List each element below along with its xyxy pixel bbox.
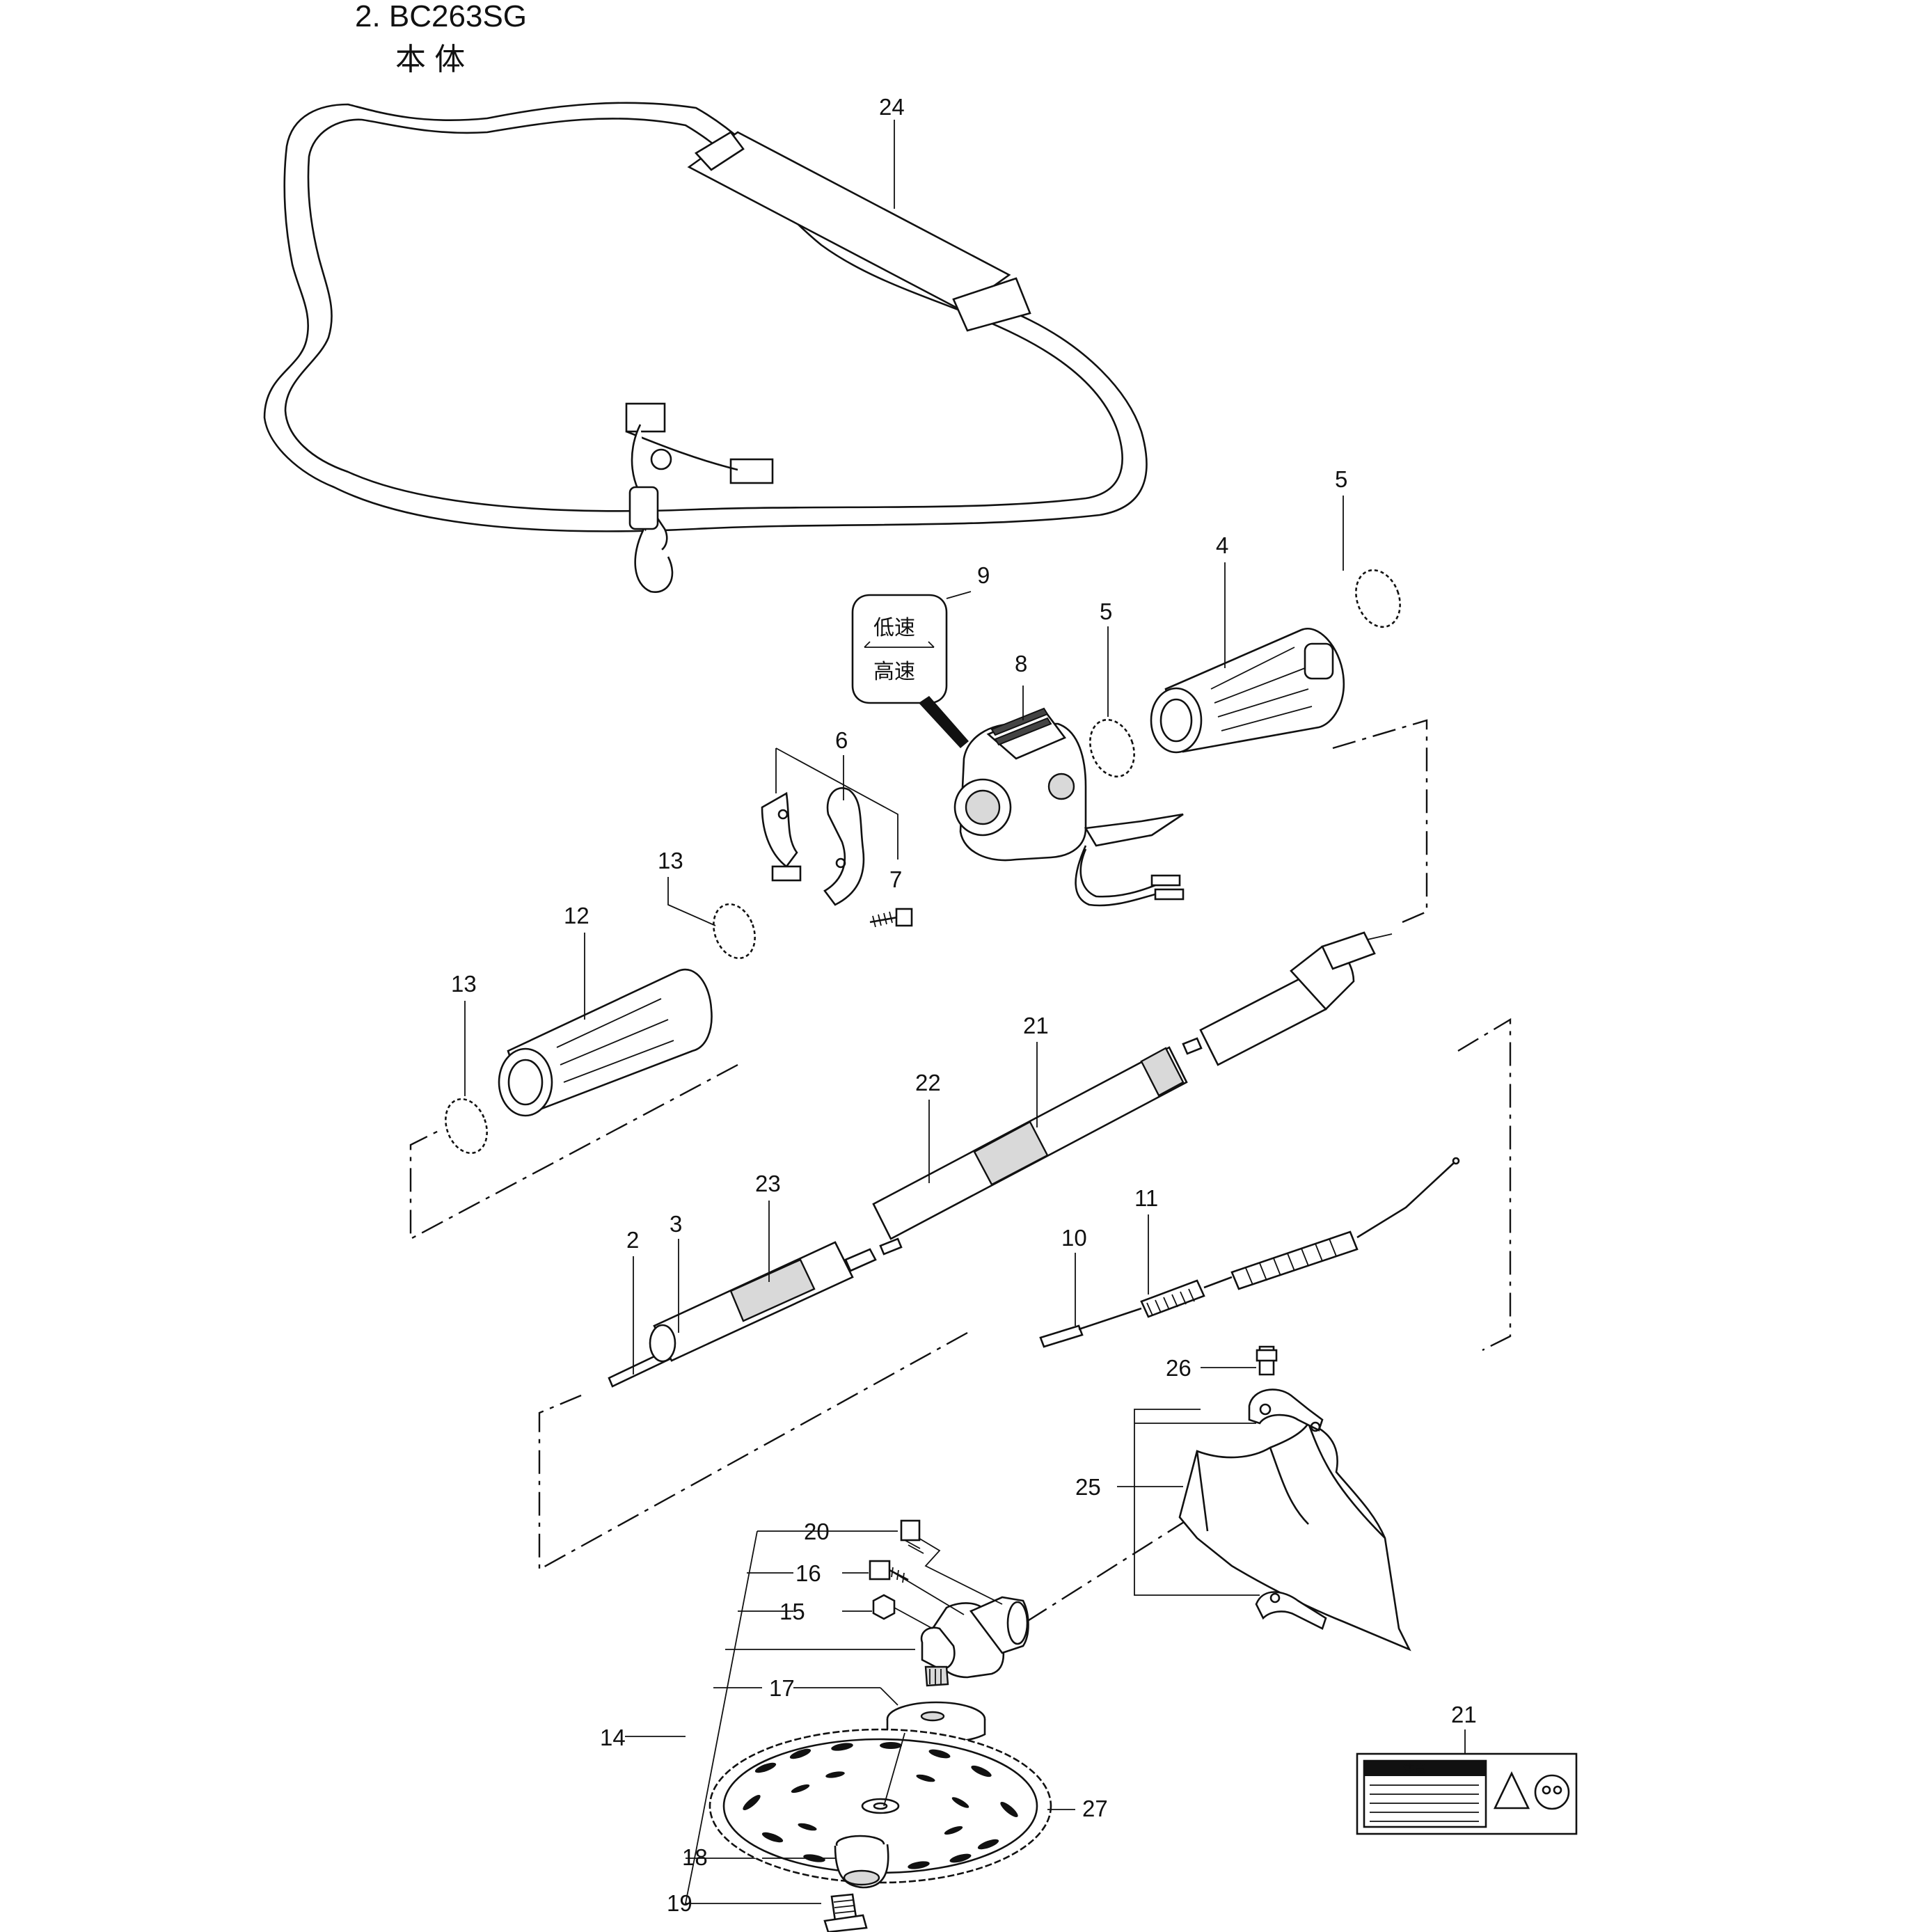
callout-27: 27 <box>1082 1796 1108 1821</box>
callout-3: 3 <box>670 1211 682 1237</box>
diagram-title: 2. BC263SG <box>355 0 527 33</box>
gear-case <box>920 1596 1029 1687</box>
throttle-housing <box>953 707 1185 907</box>
left-grip <box>498 968 713 1117</box>
blade-holder-lower <box>834 1835 889 1889</box>
decal-pointer-arrow <box>919 696 969 748</box>
callout-26: 26 <box>1166 1355 1191 1381</box>
clamp-bolt <box>869 908 913 928</box>
callout-20: 20 <box>804 1519 830 1544</box>
blade-bolt <box>823 1893 868 1932</box>
assembly-line-shaft <box>538 1331 968 1571</box>
callout-19: 19 <box>667 1890 692 1916</box>
gear-case-bolt-20 <box>900 1519 924 1554</box>
callout-8: 8 <box>1015 651 1027 676</box>
callout-13-lower: 13 <box>451 971 477 997</box>
callout-2: 2 <box>626 1227 639 1253</box>
callout-12: 12 <box>564 903 589 928</box>
callout-15: 15 <box>779 1599 805 1624</box>
callout-25: 25 <box>1075 1474 1101 1500</box>
warning-label: 注意 <box>1356 1752 1578 1835</box>
decal-low-speed-text: 低速 <box>873 616 915 640</box>
warning-label-heading: 注意 <box>1402 1763 1426 1777</box>
decal-high-speed-text: 高速 <box>873 660 915 684</box>
diagram-subtitle: 本 体 <box>395 42 465 77</box>
grip-spring-upper-left <box>713 903 756 960</box>
grip-spring-lower-left <box>445 1098 488 1155</box>
assembly-line-throttle <box>1332 719 1428 924</box>
gear-case-bolt-16 <box>869 1560 909 1583</box>
callout-5-lower: 5 <box>1100 599 1112 624</box>
callout-7: 7 <box>889 866 902 892</box>
assembly-line-grip <box>409 1063 738 1240</box>
callout-5-upper: 5 <box>1335 466 1347 492</box>
drive-shaft-assembly <box>608 931 1393 1388</box>
callout-23: 23 <box>755 1171 781 1196</box>
callout-11: 11 <box>1134 1185 1158 1211</box>
callout-9: 9 <box>977 562 990 588</box>
speed-decal: 低速 高速 <box>851 594 948 704</box>
assembly-line-shield <box>1026 1512 1198 1623</box>
callout-14: 14 <box>600 1725 626 1750</box>
grip-spring-right <box>1355 569 1401 628</box>
grip-spring-left <box>1089 718 1135 778</box>
handle-clamp <box>761 787 865 906</box>
callout-16: 16 <box>795 1560 821 1586</box>
callout-13-upper: 13 <box>658 848 683 873</box>
callout-24: 24 <box>879 94 905 120</box>
callout-10: 10 <box>1061 1225 1087 1251</box>
assembly-line-cable <box>1457 1018 1512 1352</box>
throttle-cable <box>1039 1157 1460 1348</box>
shoulder-harness <box>263 102 1148 593</box>
callout-6: 6 <box>835 727 848 753</box>
gear-case-nut-15 <box>872 1594 896 1620</box>
callout-21-label: 21 <box>1451 1702 1477 1727</box>
callout-21-shaft: 21 <box>1023 1013 1049 1038</box>
callout-22: 22 <box>915 1070 941 1095</box>
callout-4: 4 <box>1216 532 1228 558</box>
callout-17: 17 <box>769 1675 795 1701</box>
right-grip <box>1150 628 1345 754</box>
safety-shield <box>1178 1345 1411 1652</box>
